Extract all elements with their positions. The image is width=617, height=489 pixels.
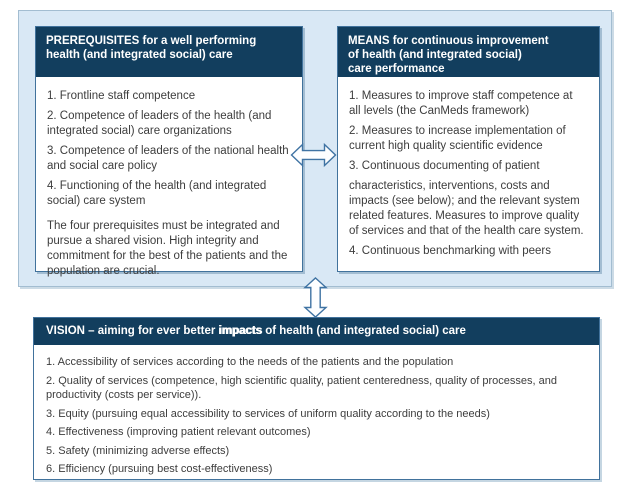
means-header-line: care performance xyxy=(348,63,445,75)
list-item: 6. Efficiency (pursuing best cost-effect… xyxy=(46,463,273,475)
list-item: 4. Continuous benchmarking with peers xyxy=(349,245,552,257)
vision-box: VISION – aiming for ever better impacts … xyxy=(33,317,600,480)
prerequisites-body: 1. Frontline staff competence 2. Compete… xyxy=(36,77,302,292)
means-body: 1. Measures to improve staff competence … xyxy=(338,77,599,272)
vision-header-suffix: of health (and integrated social) care xyxy=(262,325,466,337)
closing-note: The four prerequisites must be integrate… xyxy=(47,220,288,277)
prerequisites-header: PREREQUISITES for a well performing heal… xyxy=(36,27,302,77)
list-item: 4. Functioning of the health (and integr… xyxy=(47,180,267,207)
list-item: 3. Continuous documenting of patient xyxy=(349,160,540,172)
prerequisites-box: PREREQUISITES for a well performing heal… xyxy=(35,26,303,277)
prerequisites-header-line: PREREQUISITES for a well performing xyxy=(46,35,257,47)
means-header-line: of health (and integrated social) xyxy=(348,49,522,61)
list-item: 1. Measures to improve staff competence … xyxy=(349,90,573,117)
list-item: 5. Safety (minimizing adverse effects) xyxy=(46,444,230,457)
vision-header-emphasis: impacts xyxy=(218,325,263,337)
list-item: 2. Quality of services (competence, high… xyxy=(46,374,557,402)
list-item: 2. Measures to increase implementation o… xyxy=(349,125,566,152)
list-item: 1. Frontline staff competence xyxy=(47,90,196,102)
vision-body: 1. Accessibility of services according t… xyxy=(34,345,599,487)
means-header: MEANS for continuous improvement of heal… xyxy=(338,27,599,77)
horizontal-double-arrow-icon xyxy=(290,141,337,169)
vertical-double-arrow-icon xyxy=(303,277,328,318)
list-item: 3. Competence of leaders of the national… xyxy=(47,145,289,172)
prerequisites-header-line: health (and integrated social) care xyxy=(46,49,233,61)
means-header-line: MEANS for continuous improvement xyxy=(348,35,549,47)
list-item: 2. Competence of leaders of the health (… xyxy=(47,110,272,137)
list-item: 3. Equity (pursuing equal accessibility … xyxy=(46,407,490,420)
vision-header: VISION – aiming for ever better impacts … xyxy=(34,318,599,345)
vision-header-prefix: VISION – aiming for ever better xyxy=(46,325,219,337)
means-box: MEANS for continuous improvement of heal… xyxy=(337,26,600,272)
list-item: 4. Effectiveness (improving patient rele… xyxy=(46,426,311,438)
list-item: 1. Accessibility of services according t… xyxy=(46,356,454,368)
list-item-continuation: characteristics, interventions, costs an… xyxy=(349,180,584,237)
